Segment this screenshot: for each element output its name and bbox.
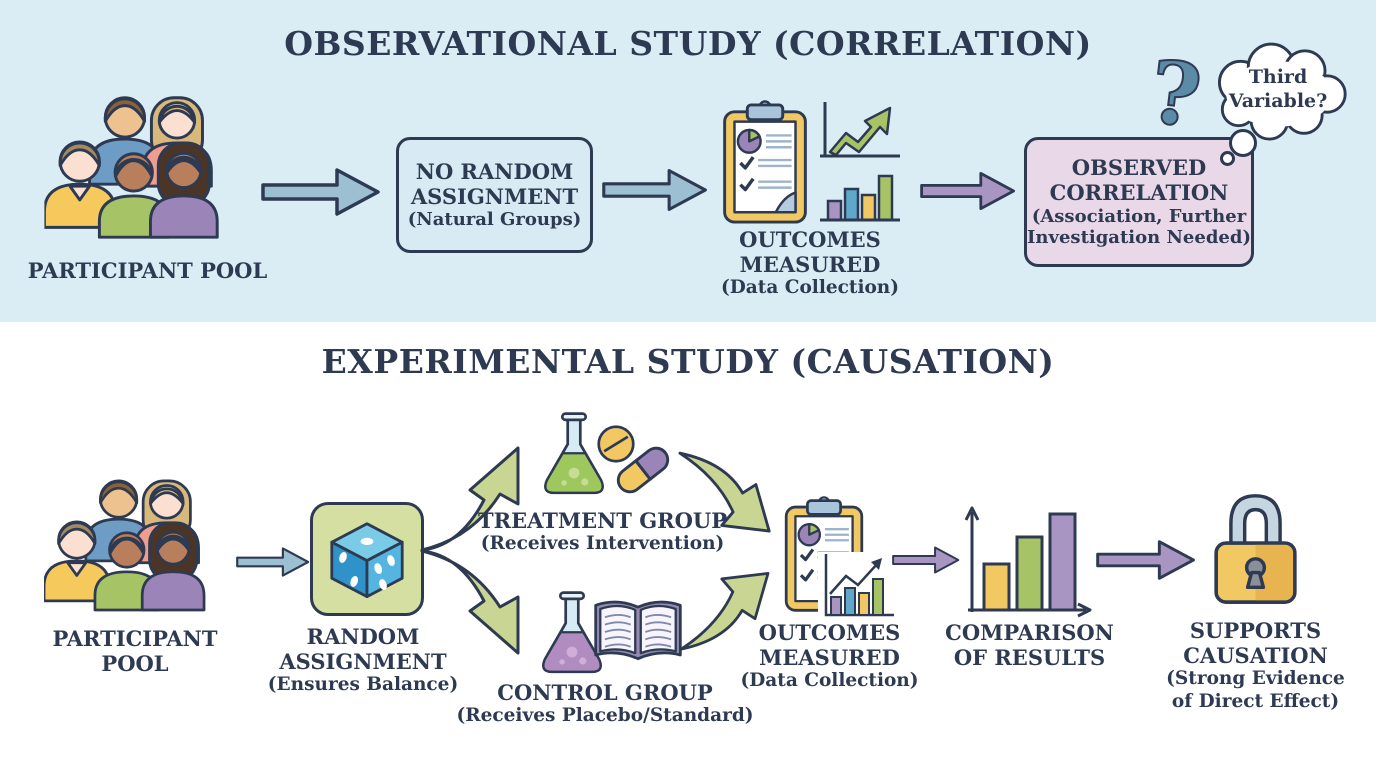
thought-bubble-icon bbox=[1218, 42, 1347, 141]
experimental-title: EXPERIMENTAL STUDY (CAUSATION) bbox=[321, 342, 1055, 381]
flow-arrow-icon bbox=[920, 164, 1016, 218]
padlock-icon bbox=[1214, 494, 1297, 604]
comparison-chart-icon bbox=[964, 506, 1092, 618]
line-chart-icon bbox=[820, 102, 900, 158]
flow-arrow-icon bbox=[892, 536, 960, 584]
participant-pool-icon bbox=[42, 470, 237, 620]
control-group-label: CONTROL GROUP (Receives Placebo/Standard… bbox=[456, 680, 754, 727]
question-mark-icon: ? bbox=[1143, 40, 1207, 148]
branch-arrows-icon bbox=[420, 446, 520, 655]
capsule-pill-icon bbox=[616, 446, 670, 494]
participant-pool-label: PARTICIPANT POOL bbox=[27, 258, 268, 283]
merge-arrow-icon bbox=[679, 572, 770, 651]
treatment-group-label: TREATMENT GROUP (Receives Intervention) bbox=[477, 508, 728, 555]
thought-bubble-text: Third Variable? bbox=[1228, 66, 1328, 112]
random-assignment-box bbox=[310, 502, 424, 616]
dice-icon bbox=[327, 519, 407, 599]
outcomes-measured-label: OUTCOMES MEASURED (Data Collection) bbox=[740, 620, 919, 692]
flow-arrow-icon bbox=[260, 164, 382, 220]
participant-pool-icon bbox=[40, 86, 255, 248]
open-book-icon bbox=[594, 600, 682, 661]
participant-pool-label: PARTICIPANT POOL bbox=[52, 626, 218, 677]
mini-bar-chart-icon bbox=[818, 552, 896, 622]
flow-arrow-icon bbox=[236, 538, 310, 586]
thought-bubble-trail-small bbox=[1220, 151, 1235, 166]
flow-arrow-icon bbox=[1096, 528, 1196, 592]
clipboard-icon bbox=[720, 100, 810, 226]
observed-correlation-box: OBSERVED CORRELATION (Association, Furth… bbox=[1024, 137, 1254, 267]
random-assignment-label: RANDOM ASSIGNMENT (Ensures Balance) bbox=[267, 624, 459, 696]
tablet-pill-icon bbox=[597, 425, 635, 463]
merge-arrow-icon bbox=[678, 451, 771, 533]
outcomes-measured-label: OUTCOMES MEASURED (Data Collection) bbox=[720, 227, 900, 299]
flow-arrow-icon bbox=[602, 162, 708, 218]
observational-title: OBSERVATIONAL STUDY (CORRELATION) bbox=[284, 24, 1092, 63]
thought-bubble-trail-large bbox=[1229, 129, 1257, 157]
no-random-assignment-box: NO RANDOM ASSIGNMENT (Natural Groups) bbox=[396, 137, 593, 253]
bar-chart-icon bbox=[820, 174, 900, 222]
comparison-of-results-label: COMPARISON OF RESULTS bbox=[945, 620, 1114, 671]
supports-causation-label: SUPPORTS CAUSATION (Strong Evidence of D… bbox=[1166, 618, 1345, 712]
